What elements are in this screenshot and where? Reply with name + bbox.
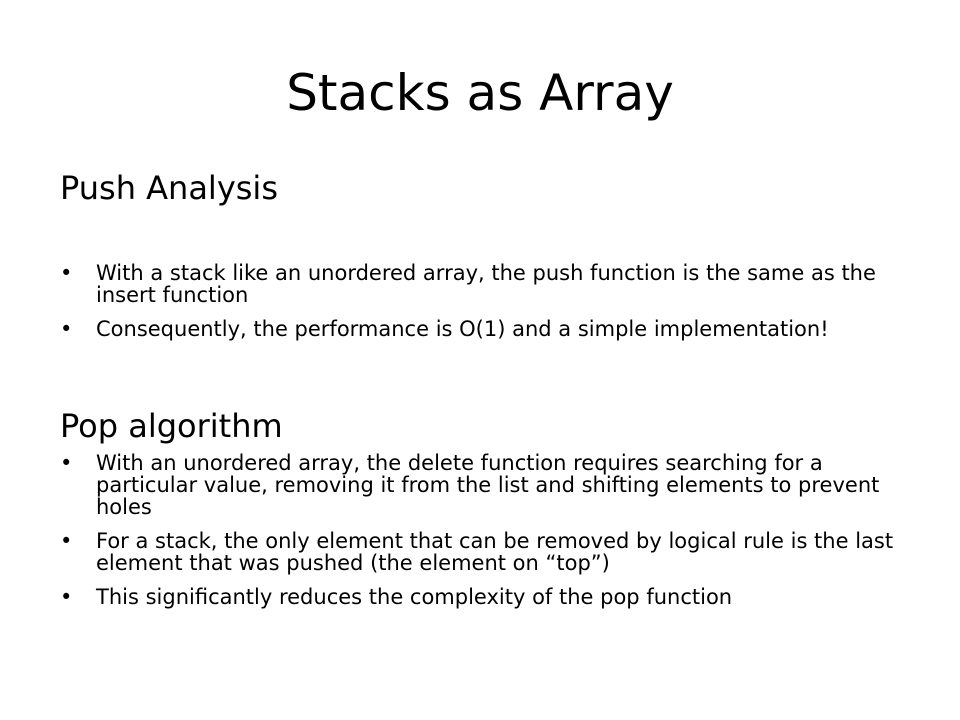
bullet-text: Consequently, the performance is O(1) an…: [96, 317, 829, 341]
bullet-item: • With an unordered array, the delete fu…: [60, 452, 920, 518]
bullet-item: • For a stack, the only element that can…: [60, 530, 920, 574]
bullet-text: For a stack, the only element that can b…: [96, 529, 894, 575]
bullet-dot-icon: •: [60, 261, 73, 285]
bullet-item: • With a stack like an unordered array, …: [60, 262, 920, 306]
bullet-dot-icon: •: [60, 451, 73, 475]
bullet-list-pop-algorithm: • With an unordered array, the delete fu…: [60, 452, 920, 620]
bullet-dot-icon: •: [60, 585, 73, 609]
bullet-dot-icon: •: [60, 317, 73, 341]
bullet-text: With a stack like an unordered array, th…: [96, 261, 876, 307]
slide-title: Stacks as Array: [286, 64, 674, 122]
bullet-text: This significantly reduces the complexit…: [96, 585, 733, 609]
bullet-text: With an unordered array, the delete func…: [96, 451, 880, 519]
bullet-dot-icon: •: [60, 529, 73, 553]
section-heading-push-analysis: Push Analysis: [60, 169, 278, 207]
bullet-item: • Consequently, the performance is O(1) …: [60, 318, 920, 340]
section-heading-pop-algorithm: Pop algorithm: [60, 407, 283, 445]
bullet-item: • This significantly reduces the complex…: [60, 586, 920, 608]
bullet-list-push-analysis: • With a stack like an unordered array, …: [60, 262, 920, 352]
